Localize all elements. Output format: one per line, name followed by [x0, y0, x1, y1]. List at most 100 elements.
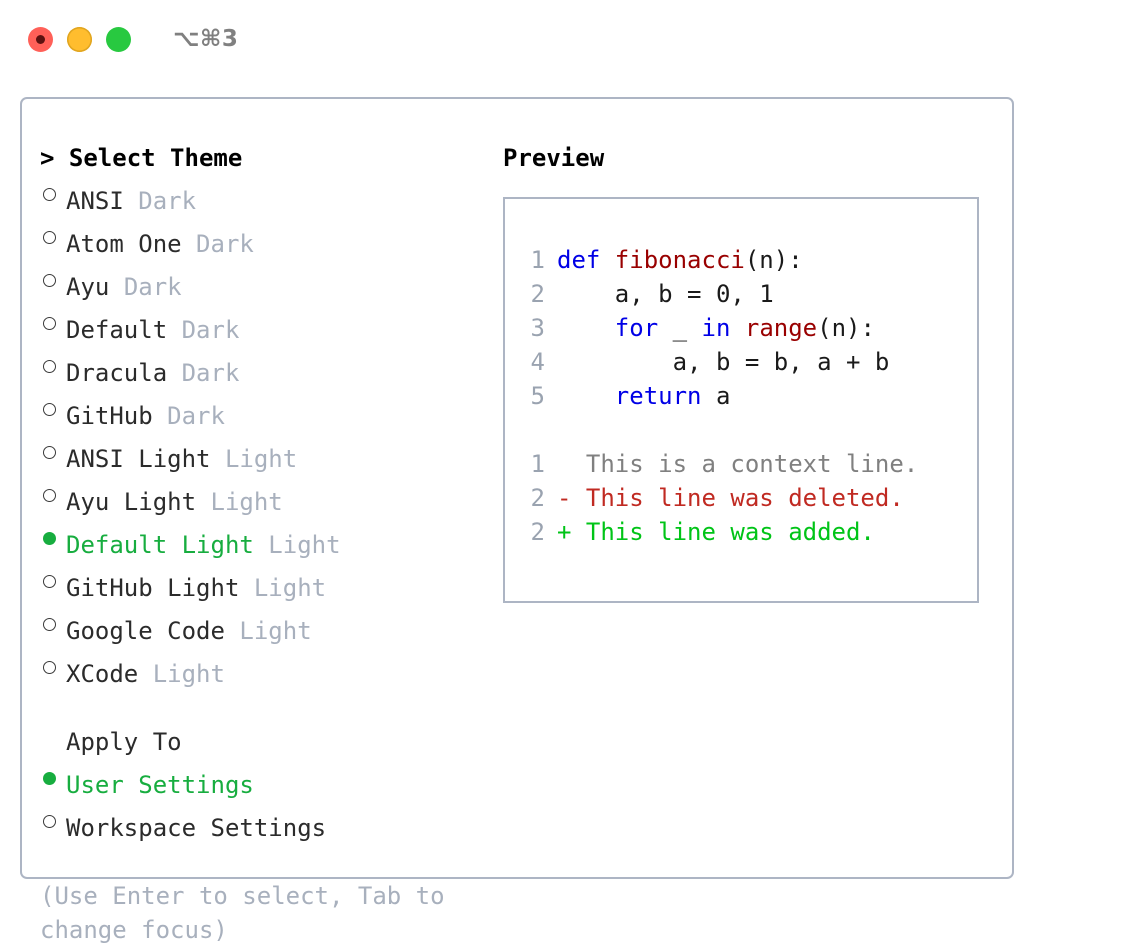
theme-option-row[interactable]: Dracula Dark: [40, 347, 490, 390]
diff-line-number: 2: [530, 484, 545, 512]
code-line-number: 1: [530, 246, 545, 274]
theme-option-label: Dracula: [66, 359, 168, 387]
theme-option-row[interactable]: Google Code Light: [40, 605, 490, 648]
code-line-content: def fibonacci(n):: [557, 243, 803, 277]
code-line: 3 for _ in range(n):: [515, 311, 977, 345]
radio-unselected-icon[interactable]: [40, 605, 66, 639]
radio-unselected-icon[interactable]: [40, 390, 66, 424]
code-token-plain: [730, 314, 744, 342]
code-line-number: 3: [530, 314, 545, 342]
label-separator: [153, 399, 167, 433]
code-line-content: a, b = b, a + b: [557, 345, 890, 379]
radio-unselected-icon[interactable]: [40, 802, 66, 836]
radio-unselected-icon[interactable]: [40, 433, 66, 467]
theme-option-category: Light: [268, 531, 341, 559]
label-separator: [196, 485, 210, 519]
label-separator: [109, 270, 123, 304]
theme-option-category: Light: [210, 488, 283, 516]
radio-selected-icon[interactable]: [40, 759, 66, 793]
code-token-plain: a, b = b, a + b: [557, 348, 890, 376]
label-separator: [211, 442, 225, 476]
radio-unselected-icon[interactable]: [40, 476, 66, 510]
code-line-content: for _ in range(n):: [557, 311, 875, 345]
theme-option-row[interactable]: Default Light Light: [40, 519, 490, 562]
label-separator: [167, 313, 181, 347]
diff-sample: 1 This is a context line.2- This line wa…: [515, 447, 977, 549]
label-separator: [225, 614, 239, 648]
code-token-fn: range: [744, 314, 818, 342]
radio-unselected-icon[interactable]: [40, 347, 66, 381]
theme-option-row[interactable]: Ayu Dark: [40, 261, 490, 304]
keyboard-hint-text: (Use Enter to select, Tab to change focu…: [40, 882, 460, 944]
code-token-fn: fibonacci: [614, 246, 745, 274]
theme-option-row[interactable]: GitHub Dark: [40, 390, 490, 433]
theme-option-row[interactable]: ANSI Dark: [40, 175, 490, 218]
code-token-kw: def: [557, 246, 615, 274]
radio-unselected-icon[interactable]: [40, 261, 66, 295]
theme-option-label: Google Code: [66, 617, 225, 645]
preview-heading: Preview: [503, 144, 605, 172]
theme-option-category: Dark: [181, 359, 240, 387]
theme-option-row[interactable]: Ayu Light Light: [40, 476, 490, 519]
apply-to-option-row[interactable]: User Settings: [40, 759, 490, 802]
code-line-number: 4: [530, 348, 545, 376]
radio-unselected-icon[interactable]: [40, 304, 66, 338]
theme-option-row[interactable]: ANSI Light Light: [40, 433, 490, 476]
theme-option-label: GitHub: [66, 402, 153, 430]
code-line: 1 def fibonacci(n):: [515, 243, 977, 277]
theme-option-row[interactable]: Default Dark: [40, 304, 490, 347]
keyboard-shortcut-label: ⌥⌘3: [173, 26, 239, 52]
theme-option-category: Dark: [138, 187, 197, 215]
code-token-plain: _: [658, 314, 702, 342]
close-window-button[interactable]: [28, 26, 53, 52]
theme-option-category: Light: [224, 445, 298, 473]
code-line-content: a, b = 0, 1: [557, 277, 774, 311]
maximize-window-button[interactable]: [106, 26, 131, 52]
radio-unselected-icon[interactable]: [40, 648, 66, 682]
apply-to-option-row[interactable]: Workspace Settings: [40, 802, 490, 845]
apply-to-option-label: Workspace Settings: [66, 814, 327, 842]
radio-unselected-icon[interactable]: [40, 218, 66, 252]
radio-unselected-icon[interactable]: [40, 562, 66, 596]
code-token-plain: [557, 314, 615, 342]
code-token-plain: (n):: [817, 314, 875, 342]
theme-option-row[interactable]: Atom One Dark: [40, 218, 490, 261]
radio-unselected-icon[interactable]: [40, 175, 66, 209]
radio-selected-icon[interactable]: [40, 519, 66, 553]
code-line-number: 2: [530, 280, 545, 308]
label-separator: [138, 657, 152, 691]
diff-line: 2- This line was deleted.: [515, 481, 977, 515]
theme-option-category: Dark: [196, 230, 254, 258]
theme-option-label: Default: [66, 316, 168, 344]
theme-option-category: Light: [152, 660, 225, 688]
diff-line-text-context: This is a context line.: [557, 450, 919, 478]
label-separator: [239, 571, 253, 605]
title-bar: ⌥⌘3: [0, 0, 1140, 78]
diff-line: 2+ This line was added.: [515, 515, 977, 549]
theme-option-label: Atom One: [66, 230, 182, 258]
code-token-kw: in: [701, 314, 731, 342]
theme-option-row[interactable]: GitHub Light Light: [40, 562, 490, 605]
code-line-number: 5: [530, 382, 545, 410]
theme-option-label: Default Light: [66, 531, 254, 559]
apply-to-option-label: User Settings: [66, 771, 254, 799]
label-separator: [167, 356, 181, 390]
code-token-plain: (n):: [744, 246, 803, 274]
theme-option-category: Light: [253, 574, 327, 602]
theme-option-category: Dark: [181, 316, 240, 344]
theme-option-row[interactable]: XCode Light: [40, 648, 490, 691]
diff-line-number: 2: [530, 518, 545, 546]
code-token-kw: for: [614, 314, 659, 342]
section-spacer: [40, 691, 490, 725]
code-line: 2 a, b = 0, 1: [515, 277, 977, 311]
minimize-window-button[interactable]: [67, 26, 92, 52]
